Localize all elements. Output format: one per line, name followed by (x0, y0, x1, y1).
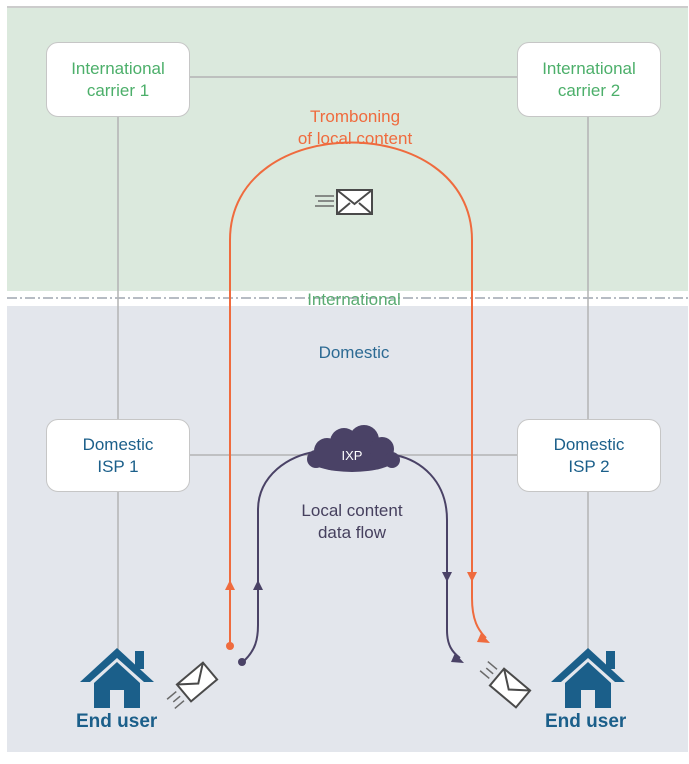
local-flow-start-dot (238, 658, 246, 666)
domestic-zone-label: Domestic (318, 343, 390, 362)
envelope-icon (479, 660, 532, 709)
domestic-isp-1: Domestic ISP 1 (46, 419, 190, 492)
local-flow-arrow-end (451, 653, 464, 663)
local-flow-arrow-down (442, 572, 452, 582)
isp-2-line-1: Domestic (553, 434, 625, 454)
international-carrier-2: International carrier 2 (517, 42, 661, 117)
house-icon (551, 648, 625, 708)
envelope-icon (315, 189, 373, 215)
cloud-icon (307, 425, 400, 472)
end-user-right-label: End user (545, 711, 627, 732)
local-flow-path (244, 451, 461, 661)
domestic-isp-2: Domestic ISP 2 (517, 419, 661, 492)
tromboning-label-line-1: Tromboning (309, 107, 401, 126)
tromboning-arrow-up (225, 580, 235, 590)
international-carrier-1: International carrier 1 (46, 42, 190, 117)
ixp-label: IXP (341, 448, 363, 463)
isp-1-line-1: Domestic (82, 434, 154, 454)
carrier-1-line-2: carrier 1 (86, 80, 150, 100)
local-flow-label: Local content data flow (262, 500, 442, 544)
carrier-2-line-2: carrier 2 (557, 80, 621, 100)
tromboning-arrow-end (477, 633, 490, 643)
local-flow-arrow-up (253, 580, 263, 590)
tromboning-path (229, 141, 487, 643)
tromboning-label: Tromboning of local content (260, 106, 450, 150)
local-flow-label-line-2: data flow (317, 523, 387, 542)
envelope-icon (166, 661, 219, 710)
carrier-2-line-1: International (542, 58, 636, 78)
tromboning-start-dot (226, 642, 234, 650)
tromboning-label-line-2: of local content (297, 129, 413, 148)
isp-2-line-2: ISP 2 (568, 456, 610, 476)
house-icon (80, 648, 154, 708)
local-flow-label-line-1: Local content (301, 501, 403, 520)
international-zone-label: International (307, 290, 401, 309)
isp-1-line-2: ISP 1 (97, 456, 139, 476)
carrier-1-line-1: International (71, 58, 165, 78)
tromboning-arrow-down (467, 572, 477, 582)
end-user-left-label: End user (76, 711, 158, 732)
